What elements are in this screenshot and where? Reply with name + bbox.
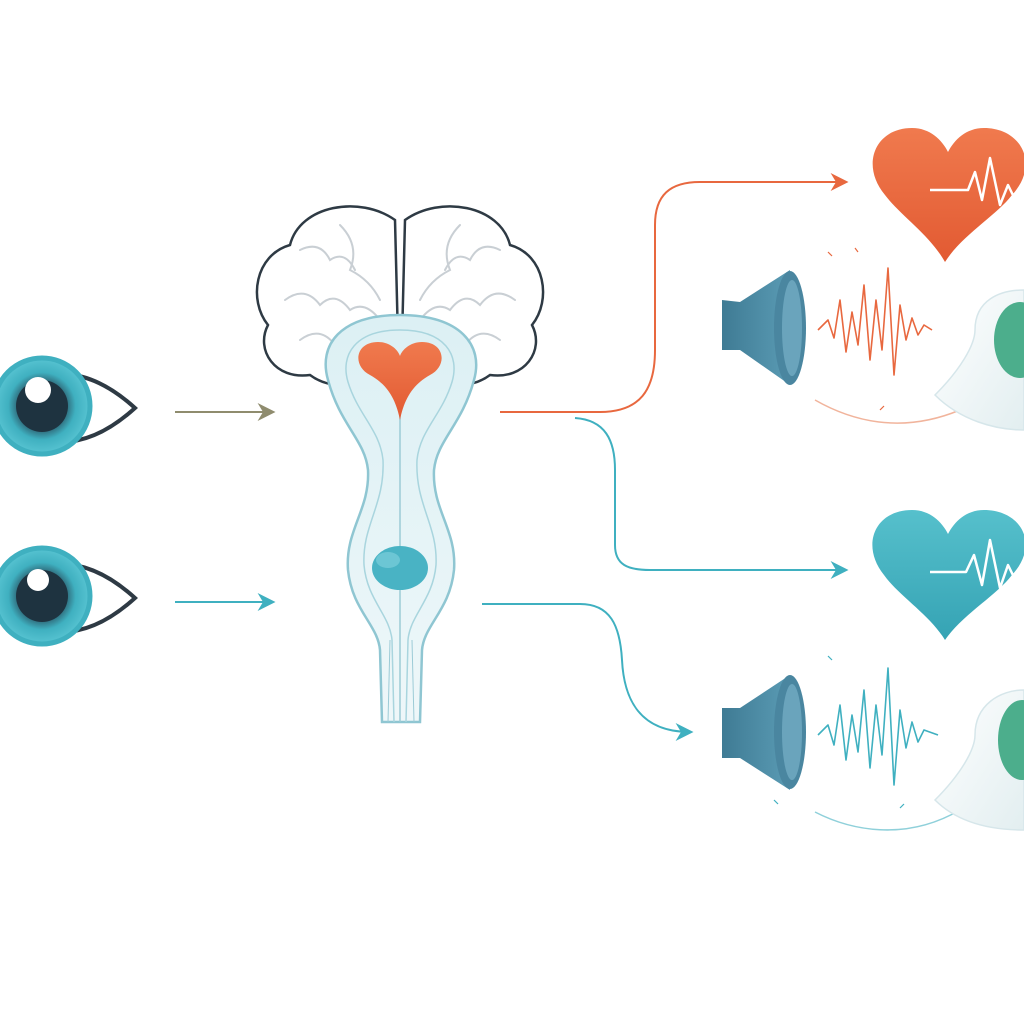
decorative-marks-teal [773,655,905,809]
eye-icon-bottom [0,545,138,647]
heartbeat-icon-teal [930,538,1024,601]
speech-bubble-icon-top [933,289,1024,431]
arrow-icon-to-orange-heart [500,173,849,413]
heart-icon-teal [872,510,1024,640]
heartbeat-icon-orange [930,156,1024,221]
decorative-marks [827,247,885,411]
eye-icon-top [0,355,138,457]
arrow-icon-to-teal-heart [574,417,849,579]
brainstem-icon [324,313,478,724]
speaker-icon-top [722,270,806,385]
sound-wave-icon-bottom [817,667,939,786]
amygdala-icon [372,546,428,590]
sound-wave-icon-top [817,267,933,376]
heart-icon-brain [358,342,442,420]
speech-bubble-icon-bottom [933,689,1024,831]
arrow-icon-to-teal-speaker [482,603,694,741]
heart-icon-orange [872,128,1024,262]
speaker-icon-bottom [722,675,806,790]
